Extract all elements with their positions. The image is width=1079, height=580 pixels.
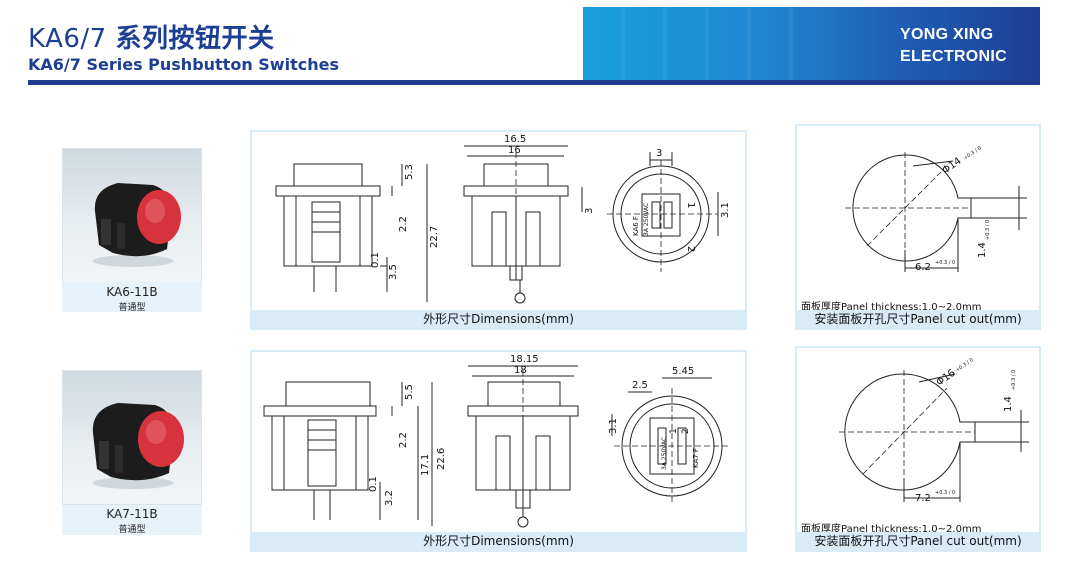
dim-stroke: 2.2 bbox=[398, 432, 409, 448]
cutout-panel-ka6: Φ14 +0.3 / 0 6.2 +0.3 / 0 1.4 +0.3 / 0 面… bbox=[795, 124, 1041, 330]
dim-body-height: 17.1 bbox=[420, 454, 431, 476]
brand-banner bbox=[583, 7, 1040, 82]
dim-width-outer: 18.15 bbox=[510, 354, 539, 365]
dimensions-panel-ka6: 16.5 16 5.3 2.2 22.7 0.1 3.5 3 3 3.1 KA6… bbox=[250, 130, 747, 330]
banner-pattern bbox=[583, 7, 803, 82]
dimension-drawing-ka6: 16.5 16 5.3 2.2 22.7 0.1 3.5 3 3 3.1 KA6… bbox=[275, 134, 731, 304]
cutout-diameter: Φ14 bbox=[940, 156, 963, 177]
cutout-flat-tolerance: +0.3 / 0 bbox=[935, 490, 955, 496]
dim-total-height: 22.6 bbox=[436, 448, 447, 470]
marking-rating: 3A 250VAC bbox=[643, 203, 650, 236]
dim-cap-height: 5.3 bbox=[404, 164, 415, 180]
marking-model: KA7 F bbox=[692, 448, 700, 468]
header-rule bbox=[28, 80, 1040, 85]
cutout-slot: 1.4 bbox=[977, 242, 988, 258]
dim-pin-length: 3.5 bbox=[388, 264, 399, 280]
page-header: KA6/7 系列按钮开关 KA6/7 Series Pushbutton Swi… bbox=[0, 0, 1079, 90]
product-photo-ka7 bbox=[62, 370, 202, 505]
cutout-drawing-ka6: Φ14 +0.3 / 0 6.2 +0.3 / 0 1.4 +0.3 / 0 bbox=[845, 145, 1027, 273]
model-type-ka7: 普通型 bbox=[118, 525, 146, 535]
pin-label-2: 2 bbox=[685, 246, 696, 252]
cutout-drawing-ka7: Φ16 +0.3 / 0 7.2 +0.3 / 0 1.4 +0.3 / 0 bbox=[839, 357, 1029, 504]
dim-right-width: 5.45 bbox=[672, 366, 694, 377]
cutout-flat-tolerance: +0.3 / 0 bbox=[935, 260, 955, 266]
marking-model: KA6 F bbox=[632, 216, 640, 236]
pushbutton-photo-icon bbox=[92, 403, 184, 489]
cutout-caption-ka7: 安装面板开孔尺寸Panel cut out(mm) bbox=[797, 532, 1039, 550]
model-label-ka7: KA7-11B bbox=[106, 507, 158, 521]
brand-line-2: ELECTRONIC bbox=[900, 48, 1007, 65]
pin-label-2: 2 bbox=[681, 428, 691, 434]
dim-gap: 0.1 bbox=[368, 476, 379, 492]
cutout-flat: 6.2 bbox=[915, 262, 931, 273]
model-type-ka6: 普通型 bbox=[118, 303, 146, 313]
pushbutton-photo-icon bbox=[93, 183, 181, 267]
dim-right-width: 3 bbox=[656, 148, 662, 159]
dim-gap: 0.1 bbox=[370, 252, 381, 268]
cutout-diameter-tolerance: +0.3 / 0 bbox=[963, 145, 983, 161]
cutout-diameter: Φ16 bbox=[934, 368, 957, 389]
cutout-slot-tolerance: +0.3 / 0 bbox=[985, 220, 991, 240]
title-chinese: 系列按钮开关 bbox=[115, 24, 275, 54]
cutout-slot-tolerance: +0.3 / 0 bbox=[1011, 370, 1017, 390]
dim-pin-spacing: 3.1 bbox=[608, 418, 619, 434]
dimensions-panel-ka7: 18.15 18 5.5 2.2 17.1 22.6 0.1 3.2 2.5 5… bbox=[250, 350, 747, 552]
dim-width-outer: 16.5 bbox=[504, 134, 526, 145]
marking-rating: 3A 250VAC bbox=[661, 437, 668, 470]
dim-pin-length: 3.2 bbox=[384, 490, 395, 506]
page-title: KA6/7 系列按钮开关 bbox=[28, 18, 275, 55]
dim-pin-spacing: 3.1 bbox=[720, 202, 731, 218]
photo-caption-box-ka6 bbox=[62, 282, 202, 312]
page-subtitle: KA6/7 Series Pushbutton Switches bbox=[28, 55, 339, 74]
product-photo-ka6 bbox=[62, 148, 202, 283]
dim-side-width: 3 bbox=[584, 208, 595, 214]
cutout-diameter-tolerance: +0.3 / 0 bbox=[955, 357, 975, 373]
dim-cap-height: 5.5 bbox=[404, 384, 415, 400]
photo-caption-box-ka7 bbox=[62, 505, 202, 535]
dim-width-inner: 16 bbox=[508, 145, 521, 156]
cutout-panel-ka7: Φ16 +0.3 / 0 7.2 +0.3 / 0 1.4 +0.3 / 0 面… bbox=[795, 346, 1041, 552]
cutout-caption-ka6: 安装面板开孔尺寸Panel cut out(mm) bbox=[797, 310, 1039, 328]
dimension-drawing-ka7: 18.15 18 5.5 2.2 17.1 22.6 0.1 3.2 2.5 5… bbox=[263, 354, 730, 528]
model-label-ka6: KA6-11B bbox=[106, 285, 158, 299]
pin-label-1: 1 bbox=[685, 202, 696, 208]
dim-stroke: 2.2 bbox=[398, 216, 409, 232]
cutout-flat: 7.2 bbox=[915, 493, 931, 504]
panel-thickness-note-ka6: 面板厚度Panel thickness:1.0~2.0mm bbox=[801, 302, 982, 313]
dim-side-width: 2.5 bbox=[632, 380, 648, 391]
brand-line-1: YONG XING bbox=[900, 26, 994, 43]
dimensions-caption-ka7: 外形尺寸Dimensions(mm) bbox=[252, 532, 745, 550]
panel-thickness-note-ka7: 面板厚度Panel thickness:1.0~2.0mm bbox=[801, 524, 982, 535]
dimensions-caption-ka6: 外形尺寸Dimensions(mm) bbox=[252, 310, 745, 328]
pin-label-1: 1 bbox=[669, 428, 679, 434]
cutout-slot: 1.4 bbox=[1003, 396, 1014, 412]
dim-width-inner: 18 bbox=[514, 365, 527, 376]
dim-total-height: 22.7 bbox=[429, 226, 440, 248]
brand-logo-text: YONG XING ELECTRONIC bbox=[900, 24, 1007, 68]
title-model: KA6/7 bbox=[28, 24, 107, 54]
